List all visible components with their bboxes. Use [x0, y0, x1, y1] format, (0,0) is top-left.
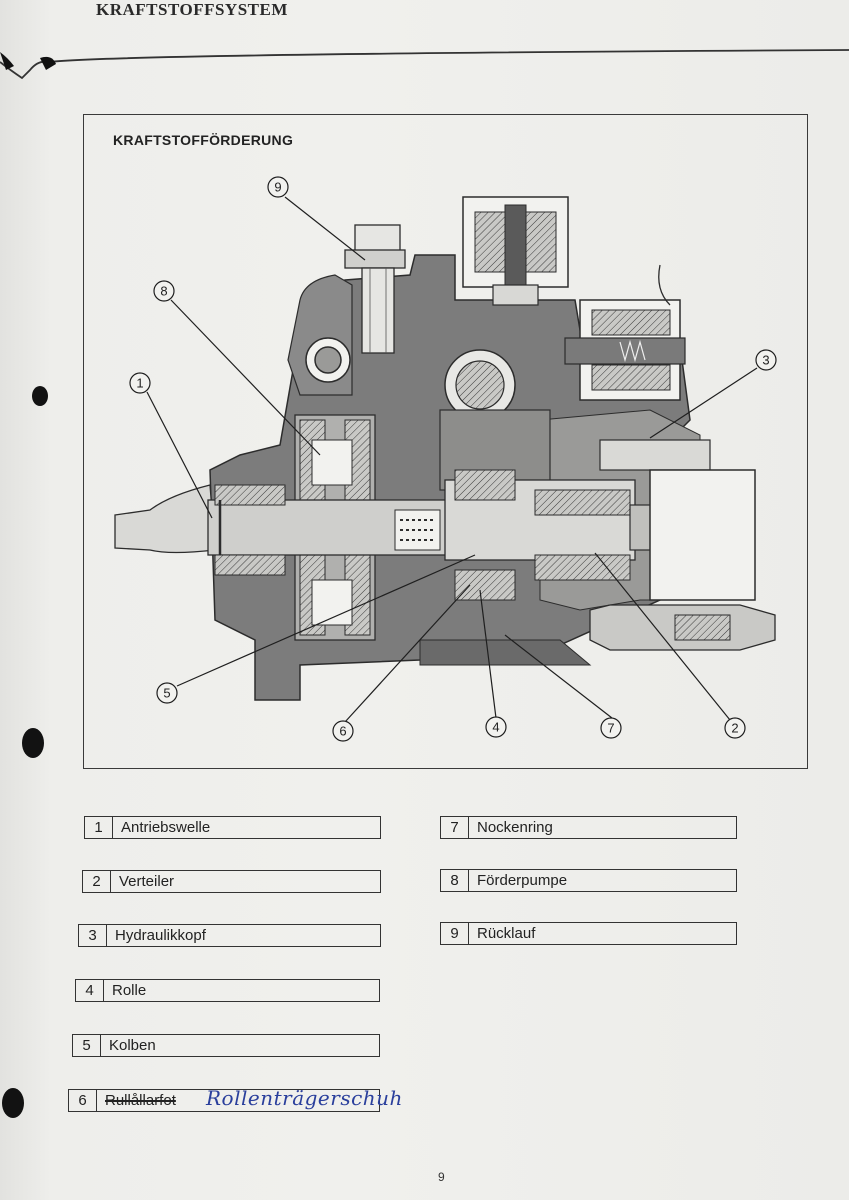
- header-rule: [0, 49, 849, 80]
- legend-item-9: 9 Rücklauf: [440, 922, 737, 945]
- callout-1: 1: [129, 372, 151, 394]
- legend-number: 8: [441, 870, 469, 891]
- legend-number: 4: [76, 980, 104, 1001]
- legend-label: Rolle: [112, 982, 147, 999]
- legend-number: 5: [73, 1035, 101, 1056]
- legend-item-8: 8 Förderpumpe: [440, 869, 737, 892]
- return-fitting: [344, 224, 406, 354]
- svg-text:7: 7: [607, 721, 614, 736]
- legend-number: 6: [69, 1090, 97, 1111]
- legend-number: 7: [441, 817, 469, 838]
- legend-label: Hydraulikkopf: [115, 927, 206, 944]
- leader-lines: [146, 196, 758, 723]
- punch-hole-middle: [22, 728, 44, 758]
- delivery-valve: [589, 604, 776, 651]
- legend-item-3: 3 Hydraulikkopf: [78, 924, 381, 947]
- punch-hole-lower: [2, 1088, 24, 1118]
- svg-text:4: 4: [492, 720, 499, 735]
- legend-item-6: 6 Rullållarfot: [68, 1089, 380, 1112]
- punch-hole-upper: [32, 386, 48, 406]
- svg-text:8: 8: [160, 284, 167, 299]
- legend-number: 3: [79, 925, 107, 946]
- legend-number: 2: [83, 871, 111, 892]
- solenoid-top: [462, 196, 569, 306]
- svg-text:3: 3: [762, 353, 769, 368]
- callout-8: 8: [153, 280, 175, 302]
- callout-7: 7: [600, 717, 622, 739]
- page-number: 9: [438, 1170, 445, 1184]
- solenoid-side: [564, 264, 686, 401]
- pump-cross-section-diagram: 1 8 9 3 5 6 4: [114, 176, 777, 742]
- svg-text:9: 9: [274, 180, 281, 195]
- figure-frame: [83, 114, 808, 769]
- callout-4: 4: [485, 716, 507, 738]
- legend-item-1: 1 Antriebswelle: [84, 816, 381, 839]
- legend-label: Antriebswelle: [121, 819, 211, 836]
- callout-2: 2: [724, 717, 746, 739]
- figure-title: KRAFTSTOFFÖRDERUNG: [113, 132, 294, 148]
- handwritten-correction: Rollenträgerschuh: [206, 1086, 403, 1110]
- svg-text:1: 1: [136, 376, 143, 391]
- plunger-distributor: [394, 469, 661, 601]
- legend-label: Verteiler: [119, 873, 175, 890]
- legend-label-struck: Rullållarfot: [105, 1092, 176, 1109]
- callout-6: 6: [332, 720, 354, 742]
- mounting-flange: [287, 274, 353, 396]
- legend-item-5: 5 Kolben: [72, 1034, 380, 1057]
- legend-item-2: 2 Verteiler: [82, 870, 381, 893]
- svg-text:5: 5: [163, 686, 170, 701]
- callout-markers: 1 8 9 3 5 6 4: [129, 176, 777, 742]
- callout-5: 5: [156, 682, 178, 704]
- legend-number: 9: [441, 923, 469, 944]
- legend-label: Rücklauf: [477, 925, 536, 942]
- svg-text:2: 2: [731, 721, 738, 736]
- legend-label: Kolben: [109, 1037, 156, 1054]
- legend-number: 1: [85, 817, 113, 838]
- svg-text:6: 6: [339, 724, 346, 739]
- legend-item-4: 4 Rolle: [75, 979, 380, 1002]
- callout-9: 9: [267, 176, 289, 198]
- legend-label: Förderpumpe: [477, 872, 568, 889]
- hydraulic-head: [599, 439, 756, 601]
- callout-3: 3: [755, 349, 777, 371]
- legend-label: Nockenring: [477, 819, 553, 836]
- section-title: KRAFTSTOFFSYSTEM: [96, 0, 288, 19]
- legend-item-7: 7 Nockenring: [440, 816, 737, 839]
